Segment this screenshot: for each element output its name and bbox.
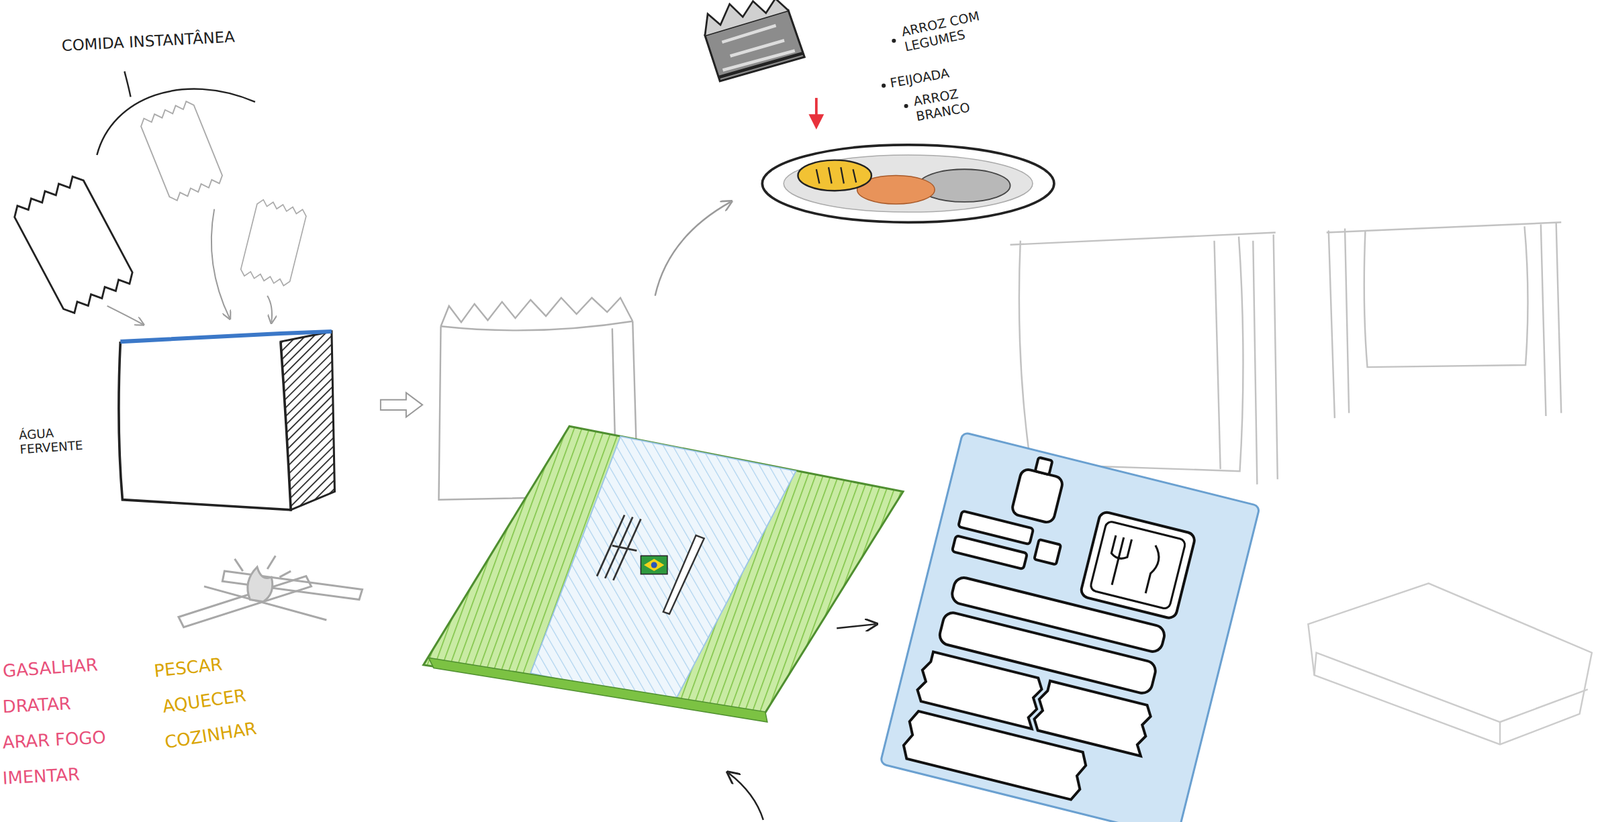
cooking-pot [118, 331, 336, 511]
plate-of-food [762, 145, 1055, 223]
foil-packet [699, 0, 790, 36]
drop-arrows [211, 209, 230, 319]
hanging-frame [1010, 222, 1562, 485]
drop-arrows [267, 296, 272, 323]
menu-item: ARROZ BRANCO [912, 81, 991, 125]
green-ration-package [428, 657, 768, 723]
serve-arrow [655, 202, 731, 297]
leader-curve [124, 71, 131, 97]
foil-packet [717, 53, 806, 78]
hanging-frame [1214, 241, 1221, 470]
sketch-heading: COMIDA INSTANTÂNEA [61, 27, 235, 56]
plate-of-food [797, 160, 871, 192]
hanging-frame [1326, 222, 1562, 233]
faint-tray [1307, 583, 1592, 745]
green-ration-package [651, 561, 658, 569]
green-ration-package [596, 514, 641, 581]
opened-ration-tray [880, 432, 1261, 822]
campfire [234, 555, 292, 578]
opened-ration-tray [952, 535, 1028, 570]
opened-ration-tray [1035, 457, 1053, 476]
plate-of-food [783, 155, 1033, 213]
foil-packet [699, 0, 806, 83]
action-word: DRATAR [2, 693, 72, 718]
opened-ration-tray [1011, 467, 1065, 524]
faint-tray [1313, 653, 1588, 746]
menu-item: FEIJOADA [888, 65, 951, 91]
action-word: IMENTAR [2, 764, 80, 789]
cooking-pot [120, 331, 332, 342]
food-packets [10, 173, 137, 317]
process-arrow [380, 392, 423, 417]
hanging-frame [1328, 222, 1562, 419]
faint-tray [1307, 583, 1592, 745]
food-packets [138, 99, 225, 203]
green-ration-package [640, 555, 668, 575]
green-ration-package [423, 426, 904, 723]
serve-arrow [655, 202, 731, 297]
opened-ration-tray [1089, 521, 1187, 611]
green-ration-package [530, 436, 796, 704]
process-arrow [380, 392, 423, 417]
opened-ration-tray [1143, 545, 1162, 595]
opened-ration-tray [900, 442, 1205, 814]
campfire [247, 567, 273, 603]
menu-item: ARROZ COM LEGUMES [899, 4, 1002, 55]
drop-arrows [107, 209, 272, 325]
food-packets [239, 198, 308, 288]
pour-arrow [815, 98, 818, 127]
pour-arrow [815, 98, 818, 127]
bag-in-pot [441, 321, 634, 332]
hanging-frame [1252, 234, 1278, 485]
opened-ration-tray [1103, 535, 1132, 588]
green-ration-package [663, 535, 705, 615]
hanging-frame [1010, 232, 1276, 246]
campfire [222, 571, 362, 601]
action-word: AQUECER [161, 685, 248, 718]
return-arrow [728, 773, 764, 821]
plate-of-food [762, 145, 1055, 223]
drop-arrows [107, 306, 144, 325]
opened-ration-tray [1079, 510, 1196, 620]
list-bullets [904, 104, 909, 109]
foil-packet [715, 22, 796, 71]
hanging-frame [1364, 226, 1529, 368]
hanging-frame [1019, 237, 1244, 473]
opened-ration-tray [900, 710, 1089, 802]
action-word: COZINHAR [163, 718, 258, 754]
action-word: PESCAR [153, 653, 224, 682]
pot-note: ÁGUA FERVENTE [18, 422, 96, 458]
action-word: ARAR FOGO [2, 727, 107, 754]
action-word: GASALHAR [2, 654, 99, 683]
green-ration-package [643, 559, 665, 572]
cooking-pot [118, 341, 291, 511]
bag-in-pot [441, 298, 634, 327]
campfire [178, 555, 363, 628]
opened-ration-tray [1089, 521, 1187, 611]
open-arrow [836, 624, 876, 629]
food-packets [10, 99, 308, 317]
open-arrow [836, 624, 876, 629]
return-arrow [728, 773, 764, 821]
opened-ration-tray [880, 432, 1261, 822]
list-bullets [891, 38, 896, 43]
opened-ration-tray [1033, 539, 1061, 566]
list-bullets [881, 83, 886, 88]
plate-of-food [816, 167, 857, 184]
